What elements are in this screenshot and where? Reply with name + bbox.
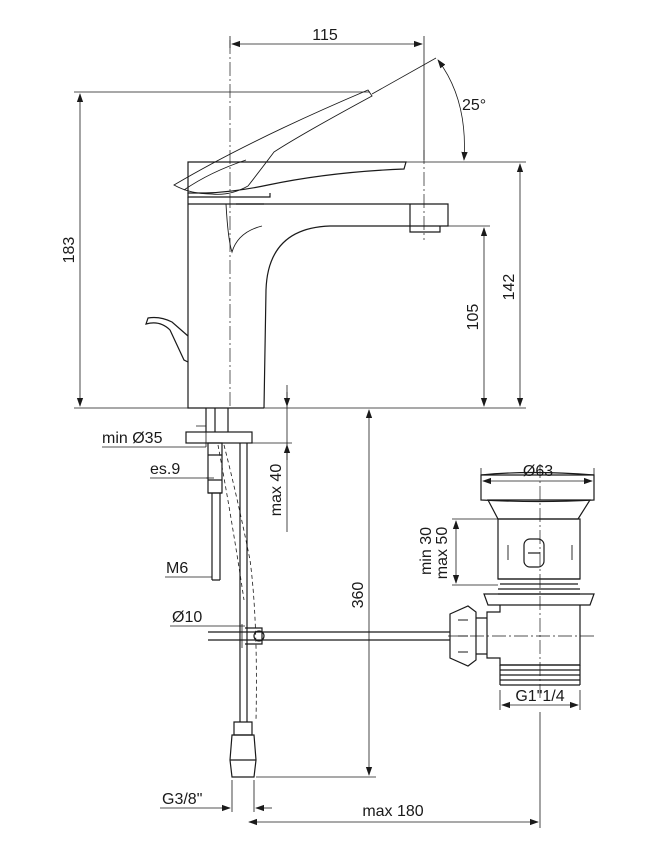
under-counter-assembly <box>185 408 265 778</box>
dim-width-label: 115 <box>312 27 338 44</box>
dim-rod-diameter-label: Ø10 <box>172 609 202 626</box>
dim-wrench-size-label: es.9 <box>150 461 180 478</box>
pop-up-waste <box>449 471 595 686</box>
dim-counter-thickness-label: max 40 <box>268 464 285 517</box>
dim-hose-length-label: 360 <box>350 582 367 609</box>
dim-angle-label: 25° <box>462 97 486 114</box>
dim-lever-height-label: 142 <box>501 274 518 301</box>
faucet-body <box>145 89 449 409</box>
dim-waste-diameter-label: Ø63 <box>523 463 553 480</box>
dimension-lines <box>74 36 595 828</box>
dim-max-50-label: max 50 <box>434 527 451 580</box>
dim-spout-height-label: 105 <box>465 304 482 331</box>
dim-waste-thread-label: G1"1/4 <box>515 688 564 705</box>
dim-min-30-label: min 30 <box>418 527 435 575</box>
dim-hose-thread-label: G3/8" <box>162 791 202 808</box>
dim-thread-m6-label: M6 <box>166 560 188 577</box>
dim-max-distance-label: max 180 <box>362 803 423 820</box>
centerlines <box>229 40 595 700</box>
pull-rod <box>208 631 450 641</box>
dim-hole-diameter-label: min Ø35 <box>102 430 163 447</box>
dim-total-height-label: 183 <box>61 237 78 264</box>
